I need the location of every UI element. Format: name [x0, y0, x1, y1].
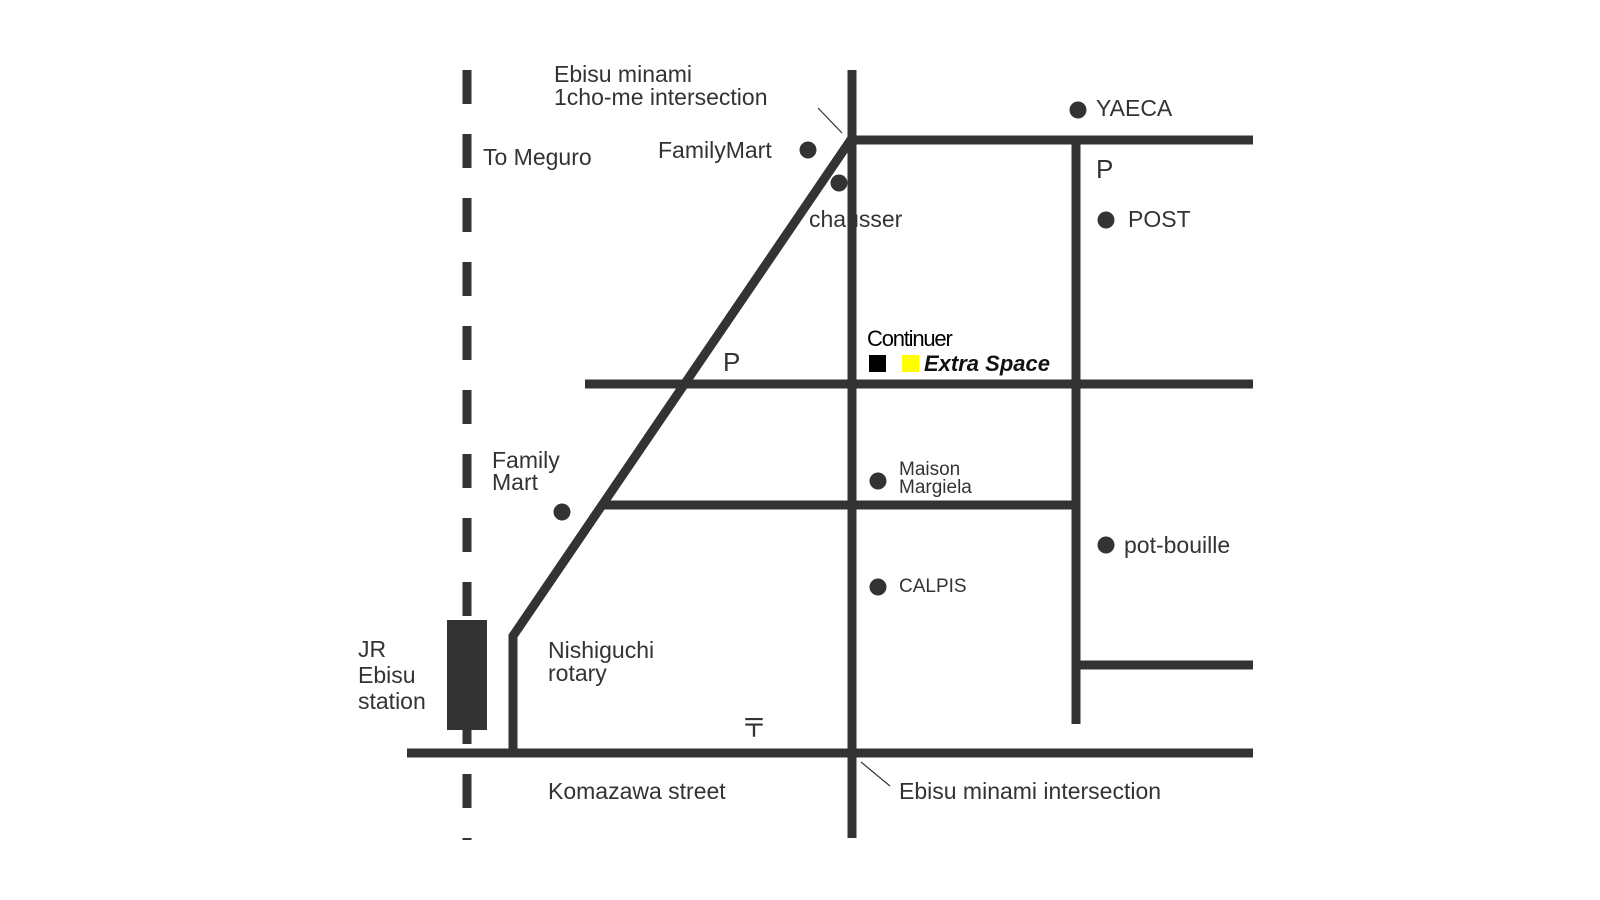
intersection-north-label-line1: Ebisu minami [554, 61, 692, 87]
continuer-label: Continuer [867, 326, 952, 351]
diagonal-road [508, 135, 856, 753]
pot-bouille-label: pot-bouille [1124, 532, 1230, 558]
maison-margiela-label-line2: Margiela [899, 477, 972, 498]
station-label-line3: station [358, 688, 426, 714]
calpis-label: CALPIS [899, 576, 967, 597]
station-label-line2: Ebisu [358, 662, 416, 688]
familymart-west-label-line1: Family [492, 447, 560, 473]
intersection-north-label-line2: 1cho-me intersection [554, 84, 768, 110]
komazawa-street-label: Komazawa street [548, 778, 726, 804]
intersection-south-leader [860, 761, 891, 787]
parking-center-icon: P [723, 347, 740, 377]
yaeca-label: YAECA [1096, 95, 1173, 121]
familymart-north-dot-icon [799, 141, 817, 159]
familymart-north-label: FamilyMart [658, 137, 772, 163]
parking-east-icon: P [1096, 154, 1113, 184]
post-office-icon: 〒 [741, 713, 767, 743]
extra-space-square-icon [902, 355, 919, 372]
familymart-west-label-line2: Mart [492, 469, 539, 495]
post-label: POST [1128, 206, 1191, 232]
continuer-square-icon [869, 355, 886, 372]
intersection-north-leader [817, 107, 843, 134]
rotary-label-line1: Nishiguchi [548, 637, 654, 663]
chausser-dot-icon [830, 174, 848, 192]
rotary-label-line2: rotary [548, 660, 607, 686]
jr-ebisu-station-building [447, 620, 487, 730]
familymart-west-dot-icon [553, 503, 571, 521]
chausser-label: chausser [809, 206, 903, 232]
station-label-line1: JR [358, 636, 386, 662]
pot-bouille-dot-icon [1097, 536, 1115, 554]
extra-space-label: Extra Space [924, 351, 1050, 376]
post-dot-icon [1097, 211, 1115, 229]
to-meguro-label: To Meguro [483, 144, 592, 170]
yaeca-dot-icon [1069, 101, 1087, 119]
calpis-dot-icon [869, 578, 887, 596]
intersection-south-label: Ebisu minami intersection [899, 778, 1161, 804]
maison-margiela-dot-icon [869, 472, 887, 490]
maison-margiela-label-line1: Maison [899, 459, 960, 480]
road-network [407, 70, 1253, 838]
